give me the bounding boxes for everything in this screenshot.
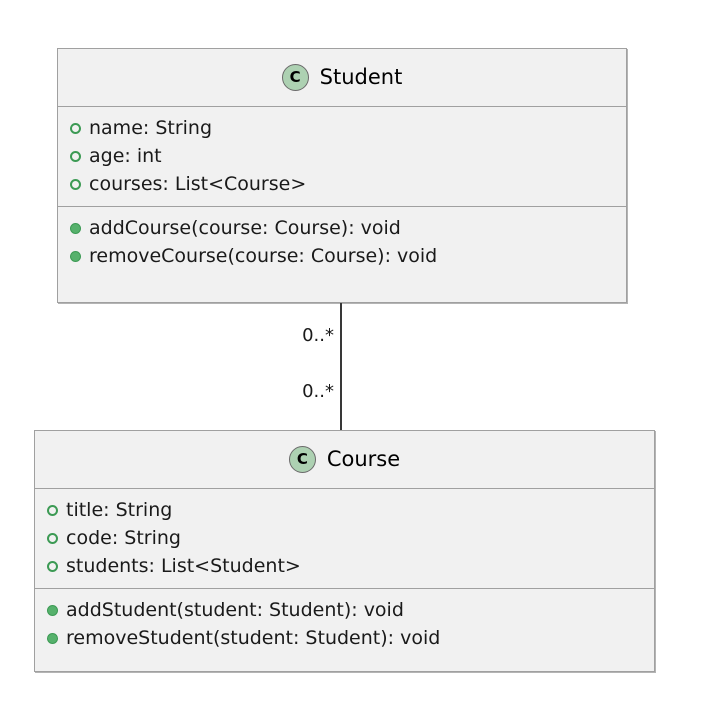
method-label: removeCourse(course: Course): void: [89, 244, 438, 267]
association-line: [340, 303, 342, 431]
class-box-course[interactable]: C Course title: String code: String stud…: [34, 430, 655, 672]
class-header-course: C Course: [35, 431, 654, 489]
public-visibility-icon: [47, 532, 58, 544]
method-row: removeCourse(course: Course): void: [58, 242, 626, 270]
methods-compartment-course: addStudent(student: Student): void remov…: [35, 589, 654, 660]
attribute-row: students: List<Student>: [35, 552, 654, 580]
class-box-student[interactable]: C Student name: String age: int courses:…: [57, 48, 627, 303]
attribute-label: age: int: [89, 144, 162, 167]
method-row: addCourse(course: Course): void: [58, 214, 626, 242]
public-method-icon: [47, 632, 58, 644]
public-visibility-icon: [70, 122, 81, 134]
public-visibility-icon: [70, 150, 81, 162]
attribute-label: name: String: [89, 116, 213, 139]
attribute-label: students: List<Student>: [66, 554, 301, 577]
attributes-compartment-course: title: String code: String students: Lis…: [35, 489, 654, 589]
class-name-student: Student: [319, 65, 403, 89]
attribute-row: age: int: [58, 142, 626, 170]
public-visibility-icon: [47, 560, 58, 572]
method-row: removeStudent(student: Student): void: [35, 624, 654, 652]
public-visibility-icon: [47, 504, 58, 516]
attribute-label: courses: List<Course>: [89, 172, 307, 195]
class-name-course: Course: [326, 447, 401, 471]
class-header-student: C Student: [58, 49, 626, 107]
attribute-label: title: String: [66, 498, 173, 521]
class-icon: C: [288, 446, 316, 473]
public-method-icon: [70, 222, 81, 234]
method-row: addStudent(student: Student): void: [35, 596, 654, 624]
multiplicity-label-source: 0..*: [302, 325, 334, 346]
methods-compartment-student: addCourse(course: Course): void removeCo…: [58, 207, 626, 278]
public-method-icon: [70, 250, 81, 262]
attribute-row: courses: List<Course>: [58, 170, 626, 198]
multiplicity-label-target: 0..*: [302, 381, 334, 402]
public-visibility-icon: [70, 178, 81, 190]
attribute-row: name: String: [58, 114, 626, 142]
method-label: addCourse(course: Course): void: [89, 216, 401, 239]
attribute-row: title: String: [35, 496, 654, 524]
method-label: addStudent(student: Student): void: [66, 598, 404, 621]
method-label: removeStudent(student: Student): void: [66, 626, 441, 649]
public-method-icon: [47, 604, 58, 616]
attribute-row: code: String: [35, 524, 654, 552]
attributes-compartment-student: name: String age: int courses: List<Cour…: [58, 107, 626, 207]
class-icon: C: [281, 64, 309, 91]
attribute-label: code: String: [66, 526, 181, 549]
